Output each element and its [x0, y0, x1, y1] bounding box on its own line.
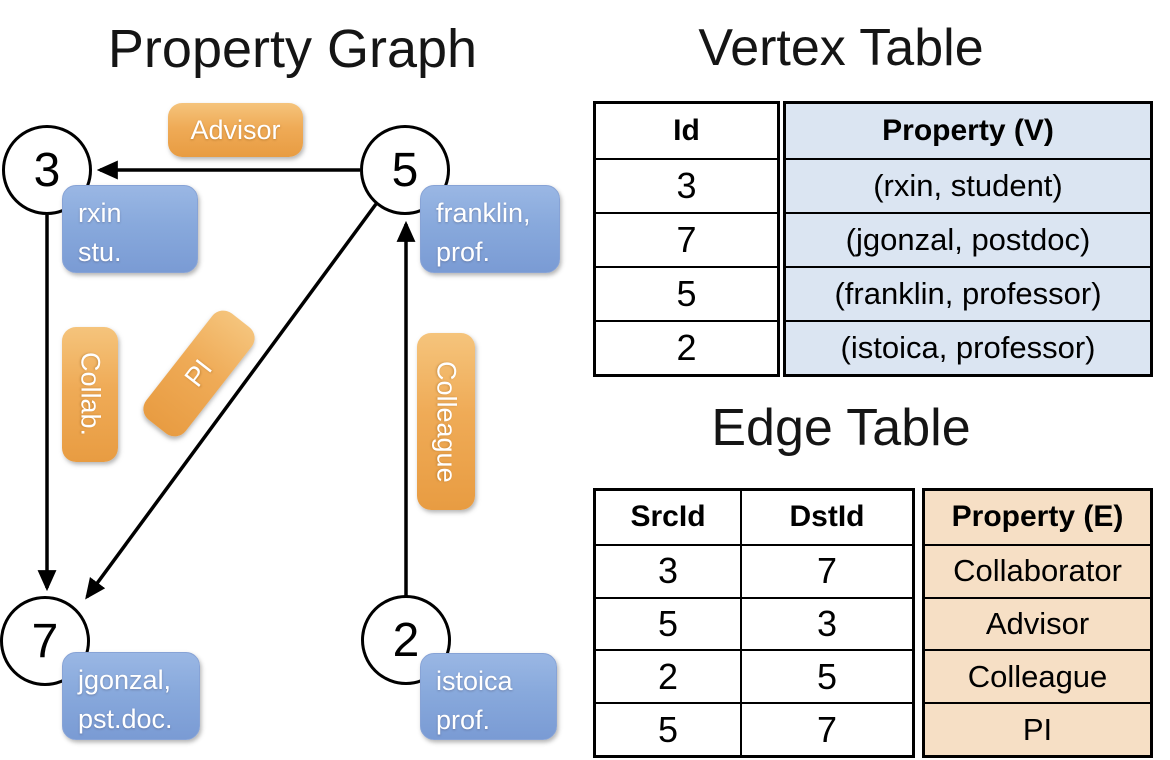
edge-property-cell: Advisor [925, 596, 1150, 650]
edge-table-title: Edge Table [711, 399, 971, 457]
vertex-col-header-property: Property (V) [882, 114, 1054, 147]
edge-label-collab: Collab. [62, 327, 118, 462]
vertex-id-cell: 5 [596, 266, 777, 320]
node-id: 2 [392, 613, 420, 667]
vertex-prop-line: franklin, [436, 198, 531, 228]
vertex-prop-line: pst.doc. [78, 704, 173, 734]
vertex-id-cell: 2 [596, 320, 777, 374]
vertex-prop-line: rxin [78, 198, 122, 228]
edge-table-id-columns: SrcId DstId 3 7 5 3 2 5 5 7 [593, 488, 915, 758]
vertex-prop-box-istoica: istoica prof. [420, 653, 557, 740]
edge-label-colleague: Colleague [417, 333, 475, 510]
vertex-table-id-column: Id 3 7 5 2 [593, 101, 780, 377]
tables-panel: Vertex Table Id 3 7 5 2 Property (V) (rx… [585, 0, 1170, 760]
edge-src-cell: 3 [596, 543, 742, 597]
property-graph-panel: Property Graph 3 5 7 2 rxin stu. [0, 19, 560, 740]
vertex-property-cell: (jgonzal, postdoc) [786, 212, 1150, 266]
node-id: 3 [33, 143, 61, 197]
vertex-property-cell: (istoica, professor) [786, 320, 1150, 374]
vertex-table-title: Vertex Table [698, 19, 984, 77]
edge-dst-cell: 5 [742, 649, 912, 702]
edge-src-cell: 5 [596, 702, 742, 755]
edge-col-header-srcid: SrcId [596, 491, 742, 544]
vertex-prop-line: prof. [436, 705, 491, 735]
graph-node-5: 5 [360, 125, 450, 215]
vertex-property-cell: (franklin, professor) [786, 266, 1150, 320]
edge-label-pi: PI [137, 304, 261, 443]
vertex-prop-box-franklin: franklin, prof. [420, 185, 560, 273]
edge-property-cell: PI [925, 702, 1150, 755]
vertex-id-cell: 7 [596, 212, 777, 266]
edge-dst-cell: 3 [742, 596, 912, 650]
edge-label-advisor: Advisor [168, 103, 303, 157]
edge-table-property-column: Property (E) Collaborator Advisor Collea… [922, 488, 1153, 758]
edge-col-header-dstid: DstId [789, 500, 865, 534]
edge-col-header-property: Property (E) [951, 500, 1124, 534]
node-id: 7 [31, 614, 59, 668]
graph-title: Property Graph [107, 19, 478, 79]
edge-dst-cell: 7 [742, 543, 912, 597]
vertex-prop-box-jgonzal: jgonzal, pst.doc. [62, 652, 200, 740]
vertex-prop-line: jgonzal, [78, 665, 172, 695]
edge-property-cell: Collaborator [925, 543, 1150, 597]
edge-dst-cell: 7 [742, 702, 912, 755]
vertex-prop-line: istoica [436, 666, 513, 696]
vertex-col-header-id: Id [673, 114, 700, 147]
vertex-table-property-column: Property (V) (rxin, student) (jgonzal, p… [783, 101, 1153, 377]
edge-property-cell: Colleague [925, 649, 1150, 702]
node-id: 5 [391, 143, 419, 197]
vertex-prop-box-rxin: rxin stu. [62, 185, 198, 273]
edge-src-cell: 5 [596, 596, 742, 650]
vertex-property-cell: (rxin, student) [786, 158, 1150, 212]
graph-node-3: 3 [2, 125, 92, 215]
edge-label-pi-text: PI [178, 353, 219, 393]
vertex-prop-line: stu. [78, 237, 122, 267]
vertex-prop-line: prof. [436, 237, 491, 267]
edge-src-cell: 2 [596, 649, 742, 703]
vertex-id-cell: 3 [596, 158, 777, 212]
